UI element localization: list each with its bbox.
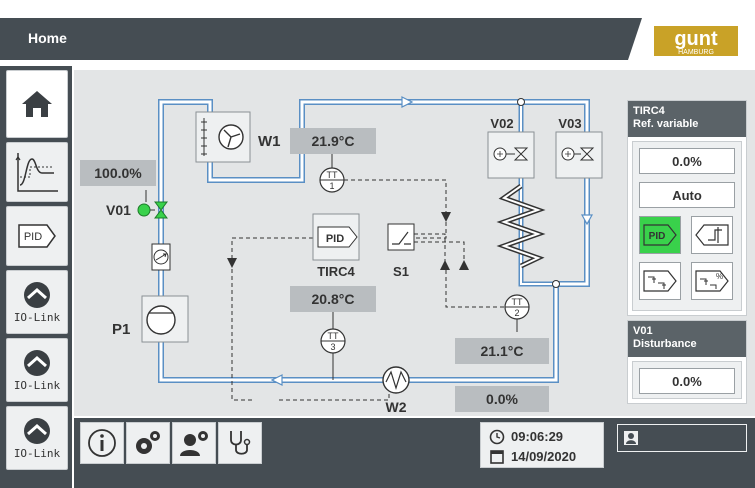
home-icon bbox=[22, 91, 52, 117]
v01-panel-subtitle: Disturbance bbox=[633, 338, 697, 350]
iolink-label: IO-Link bbox=[13, 446, 61, 460]
sidebar-item-iolink-1[interactable]: IO-Link bbox=[6, 270, 68, 334]
tirc4-panel-subtitle: Ref. variable bbox=[633, 118, 699, 130]
gunt-logo: gunt HAMBURG bbox=[652, 24, 740, 58]
manual-percent-mode-button[interactable]: % bbox=[691, 262, 733, 300]
v01-panel-header: V01 Disturbance bbox=[628, 321, 746, 357]
settings-button[interactable] bbox=[126, 422, 170, 464]
step-function-icon bbox=[695, 224, 729, 246]
iolink-label: IO-Link bbox=[13, 310, 61, 324]
user-settings-button[interactable] bbox=[172, 422, 216, 464]
v02-box bbox=[487, 131, 535, 179]
v01-value: 100.0% bbox=[80, 160, 156, 186]
diagnostics-button[interactable] bbox=[218, 422, 262, 464]
tirc4-mode-button[interactable]: Auto bbox=[639, 182, 735, 208]
p1-label: P1 bbox=[112, 321, 130, 338]
tt2-tt: TT bbox=[512, 297, 523, 307]
gears-icon bbox=[136, 431, 160, 454]
w2-value: 0.0% bbox=[455, 386, 549, 412]
v01-actuator[interactable] bbox=[137, 203, 151, 217]
v01-label: V01 bbox=[106, 202, 131, 218]
tt2-value: 21.1°C bbox=[455, 338, 549, 364]
pump-icon[interactable] bbox=[146, 305, 176, 335]
sidebar-item-chart[interactable] bbox=[6, 142, 68, 202]
flow-arrow bbox=[401, 96, 414, 108]
user-icon bbox=[624, 431, 638, 445]
v01-panel-title: V01 bbox=[633, 325, 653, 337]
w2-label: W2 bbox=[386, 399, 407, 415]
two-point-icon bbox=[643, 270, 677, 292]
tt1-tt: TT bbox=[327, 170, 338, 180]
user-gear-icon bbox=[180, 431, 208, 456]
manual-percent-icon: % bbox=[695, 270, 729, 292]
tirc4-panel-title: TIRC4 bbox=[633, 105, 665, 117]
w2-heat-exchanger-icon[interactable] bbox=[382, 366, 410, 394]
iolink-label: IO-Link bbox=[13, 378, 61, 392]
tirc4-label: TIRC4 bbox=[317, 264, 355, 279]
clock-date: 14/09/2020 bbox=[511, 449, 577, 464]
page-title: Home bbox=[28, 30, 67, 46]
tirc4-panel: TIRC4 Ref. variable 0.0% Auto PID bbox=[627, 100, 747, 316]
status-bar: 09:06:29 14/09/2020 bbox=[74, 418, 755, 488]
chart-icon bbox=[15, 153, 58, 192]
pid-mode-button[interactable]: PID bbox=[639, 216, 681, 254]
tt3-value: 20.8°C bbox=[290, 286, 376, 312]
sidebar-item-pid[interactable]: PID bbox=[6, 206, 68, 266]
iolink-icon bbox=[24, 417, 50, 444]
tirc4-panel-header: TIRC4 Ref. variable bbox=[628, 101, 746, 137]
pid-icon: PID bbox=[18, 224, 56, 248]
sidebar: PID IO-Link IO-Link IO-Link bbox=[0, 66, 72, 488]
header-bar bbox=[0, 18, 755, 60]
process-schematic: W1 V01 P1 TT 1 TT 2 bbox=[106, 96, 603, 415]
tirc4-setpoint-input[interactable]: 0.0% bbox=[639, 148, 735, 174]
v03-valve-icon[interactable] bbox=[579, 147, 595, 161]
step-mode-button[interactable] bbox=[691, 216, 733, 254]
clock-time: 09:06:29 bbox=[511, 429, 564, 444]
v01-valve-icon[interactable] bbox=[154, 201, 168, 219]
s1-label: S1 bbox=[393, 264, 409, 279]
svg-text:%: % bbox=[716, 272, 723, 281]
calendar-icon bbox=[490, 450, 504, 464]
tt3-number: 3 bbox=[330, 342, 335, 352]
user-box[interactable] bbox=[617, 424, 747, 452]
sidebar-item-iolink-3[interactable]: IO-Link bbox=[6, 406, 68, 470]
brand-bottom: HAMBURG bbox=[678, 49, 714, 56]
iolink-icon bbox=[24, 349, 50, 376]
clock: 09:06:29 14/09/2020 bbox=[480, 422, 604, 468]
sidebar-item-home[interactable] bbox=[6, 70, 68, 138]
brand-top: gunt bbox=[674, 28, 718, 50]
pid-icon-label: PID bbox=[24, 231, 42, 243]
info-button[interactable] bbox=[80, 422, 124, 464]
pid-mode-label: PID bbox=[649, 231, 666, 242]
pid-icon: PID bbox=[643, 224, 677, 246]
pid-block-label: PID bbox=[326, 233, 344, 245]
clock-icon bbox=[489, 429, 505, 445]
process-diagram: W1 V01 P1 TT 1 TT 2 bbox=[74, 70, 755, 416]
header: Home gunt HAMBURG bbox=[0, 0, 755, 66]
tt1-number: 1 bbox=[329, 181, 334, 191]
v02-valve-icon[interactable] bbox=[513, 147, 529, 161]
flow-arrow bbox=[580, 214, 594, 226]
two-point-mode-button[interactable] bbox=[639, 262, 681, 300]
info-icon bbox=[88, 429, 116, 457]
iolink-icon bbox=[24, 281, 50, 308]
flow-arrow bbox=[270, 374, 283, 386]
stethoscope-icon bbox=[230, 431, 251, 455]
sidebar-item-iolink-2[interactable]: IO-Link bbox=[6, 338, 68, 402]
tt2-number: 2 bbox=[514, 308, 519, 318]
s1-switch[interactable] bbox=[387, 223, 415, 251]
v01-panel: V01 Disturbance 0.0% bbox=[627, 320, 747, 404]
v01-disturbance-input[interactable]: 0.0% bbox=[639, 368, 735, 394]
tt3-tt: TT bbox=[328, 331, 339, 341]
tt1-value: 21.9°C bbox=[290, 128, 376, 154]
v02-label: V02 bbox=[490, 116, 513, 131]
w1-label: W1 bbox=[258, 133, 281, 150]
v03-label: V03 bbox=[558, 116, 581, 131]
